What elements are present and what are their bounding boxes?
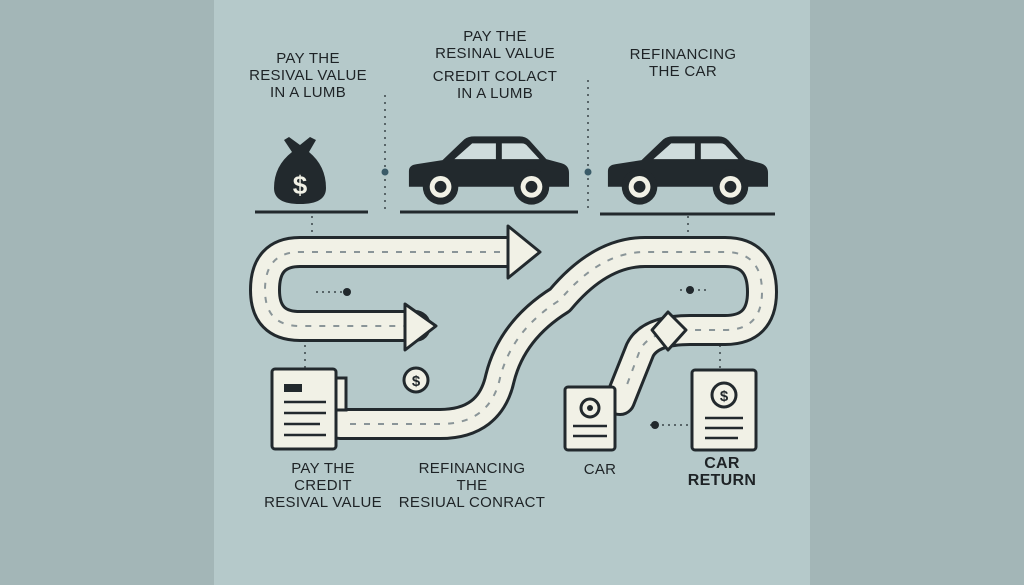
path-marker (651, 421, 659, 429)
svg-text:$: $ (412, 373, 421, 390)
label-line: THE (456, 477, 488, 494)
document-icon (563, 385, 617, 452)
path-marker (343, 288, 351, 296)
label-top-left: PAY THE RESIVAL VALUE IN A LUMB (238, 50, 378, 101)
svg-text:$: $ (720, 388, 729, 405)
arrowhead (650, 310, 688, 352)
label-line: CAR (704, 455, 740, 472)
label-line: PAY THE (276, 50, 340, 67)
label-bottom-middle: REFINANCING THE RESIUAL CONRACT (392, 460, 552, 511)
label-line: IN A LUMB (456, 85, 534, 102)
dotted-divider (384, 80, 589, 212)
label-line: CAR (583, 461, 617, 478)
label-top-right: REFINANCING THE CAR (608, 46, 758, 80)
divider-dot (584, 168, 592, 176)
label-car-return: CAR RETURN (672, 455, 772, 489)
dollar-document-icon: $ (690, 368, 758, 452)
label-line: RESINAL VALUE (435, 45, 555, 62)
label-line: RESIVAL VALUE (249, 67, 367, 84)
dollar-coin-icon: $ (402, 366, 430, 394)
road-path (252, 239, 523, 339)
path-marker (686, 286, 694, 294)
label-top-middle: PAY THE RESINAL VALUE CREDIT COLACT IN A… (400, 28, 590, 102)
svg-text:$: $ (293, 170, 308, 200)
label-line: RESIVAL VALUE (264, 494, 382, 511)
label-line: REFINANCING (629, 46, 737, 63)
label-car: CAR (565, 461, 635, 478)
label-line: THE CAR (649, 63, 717, 80)
arrowhead (506, 224, 542, 280)
car-icon (607, 136, 769, 205)
arrowhead (403, 302, 438, 352)
label-bottom-left: PAY THE CREDIT RESIVAL VALUE (248, 460, 398, 511)
money-bag-icon: $ (274, 137, 326, 204)
label-line: REFINANCING (418, 460, 526, 477)
label-line: RETURN (687, 472, 757, 489)
label-line: CREDIT (294, 477, 352, 494)
label-line: PAY THE (463, 28, 527, 45)
left-margin (0, 0, 214, 585)
label-line: IN A LUMB (269, 84, 347, 101)
label-line: CREDIT COLACT (432, 68, 558, 85)
diagram-panel (214, 0, 810, 585)
right-margin (810, 0, 1024, 585)
label-line: PAY THE (291, 460, 355, 477)
car-icon (408, 136, 570, 205)
lane-marks (263, 251, 764, 425)
divider-dot (381, 168, 389, 176)
label-line: RESIUAL CONRACT (398, 494, 546, 511)
document-icon (270, 367, 348, 451)
